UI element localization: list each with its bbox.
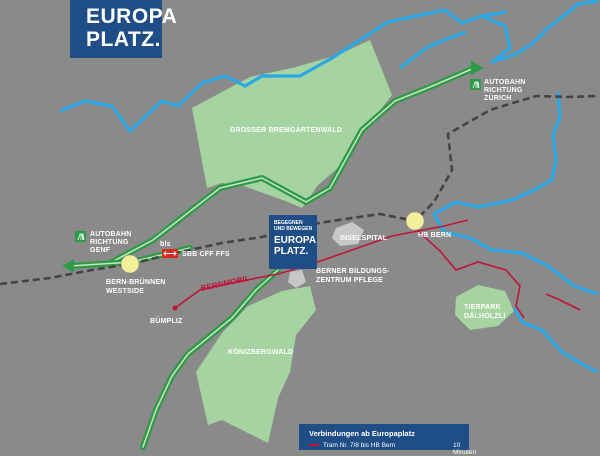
label-tierpark-2: DÄLHÖLZLI [464, 311, 505, 320]
tram-route [174, 219, 581, 319]
marker-line-2: PLATZ. [274, 246, 309, 257]
label-motorway-genf-3: GENF [90, 247, 111, 254]
logo-line-1: EUROPA [86, 5, 178, 28]
legend-row-label: Tram Nr. 7/8 bis HB Bern [323, 442, 396, 449]
label-bildung-1: BERNER BILDUNGS- [316, 268, 390, 275]
label-bildung-2: ZENTRUM PFLEGE [316, 277, 383, 284]
label-motorway-zuerich-2: RICHTUNG [484, 87, 523, 94]
legend-title: Verbindungen ab Europaplatz [309, 429, 415, 438]
label-forest-bremgarten: GROSSER BREMGARTENWALD [230, 127, 342, 134]
legend-row-duration: 10 Minuten [453, 442, 477, 456]
label-bernmobil: BERNMOBIL [200, 274, 251, 293]
station-bern-bruennen[interactable] [120, 254, 140, 274]
bls-logo-icon: bls [160, 241, 171, 248]
motorway-sign-genf-icon [75, 231, 86, 242]
tram-swatch [309, 444, 319, 447]
europaplatz-logo: EUROPA PLATZ. [70, 0, 177, 58]
inselspital-area [332, 222, 364, 246]
connections-legend: Verbindungen ab Europaplatz Tram Nr. 7/8… [299, 424, 476, 456]
label-tierpark-1: TIERPARK [464, 304, 501, 311]
marker-tag-1: BEGEGNEN [274, 220, 303, 226]
buempliz-stop [172, 305, 178, 311]
label-bern-bruennen-1: BERN-BRÜNNEN [106, 277, 166, 286]
label-motorway-zuerich-3: ZÜRICH [484, 93, 512, 102]
label-motorway-genf-1: AUTOBAHN [90, 231, 132, 238]
legend-row: Tram Nr. 7/8 bis HB Bern 10 Minuten [309, 442, 476, 456]
sbb-logo-text: SBB CFF FFS [182, 251, 230, 258]
logo-line-2: PLATZ. [86, 28, 161, 51]
label-buempliz: BÜMPLIZ [150, 316, 183, 325]
river [59, 0, 599, 374]
forest-koeniz [196, 286, 316, 443]
station-hb-bern[interactable] [405, 211, 425, 231]
label-motorway-genf-2: RICHTUNG [90, 239, 129, 246]
label-hb-bern: HB BERN [418, 232, 451, 239]
marker-line-1: EUROPA [274, 235, 317, 246]
forest-tierpark [455, 285, 514, 330]
label-inselspital: INSELSPITAL [340, 235, 388, 242]
motorway-sign-zuerich-icon [470, 79, 481, 90]
label-bern-bruennen-2: WESTSIDE [106, 288, 144, 295]
bildung-area [288, 270, 306, 288]
marker-tag-2: UND BEWEGEN [274, 226, 313, 232]
europaplatz-marker[interactable]: BEGEGNEN UND BEWEGEN EUROPA PLATZ. [269, 215, 317, 269]
label-forest-koeniz: KÖNIZBERGWALD [228, 347, 293, 356]
arrow-zuerich [471, 61, 484, 75]
sbb-arrows-icon [163, 251, 177, 256]
label-motorway-zuerich-1: AUTOBAHN [484, 79, 526, 86]
arrow-genf [62, 259, 74, 273]
forest-bremgarten [192, 40, 392, 208]
